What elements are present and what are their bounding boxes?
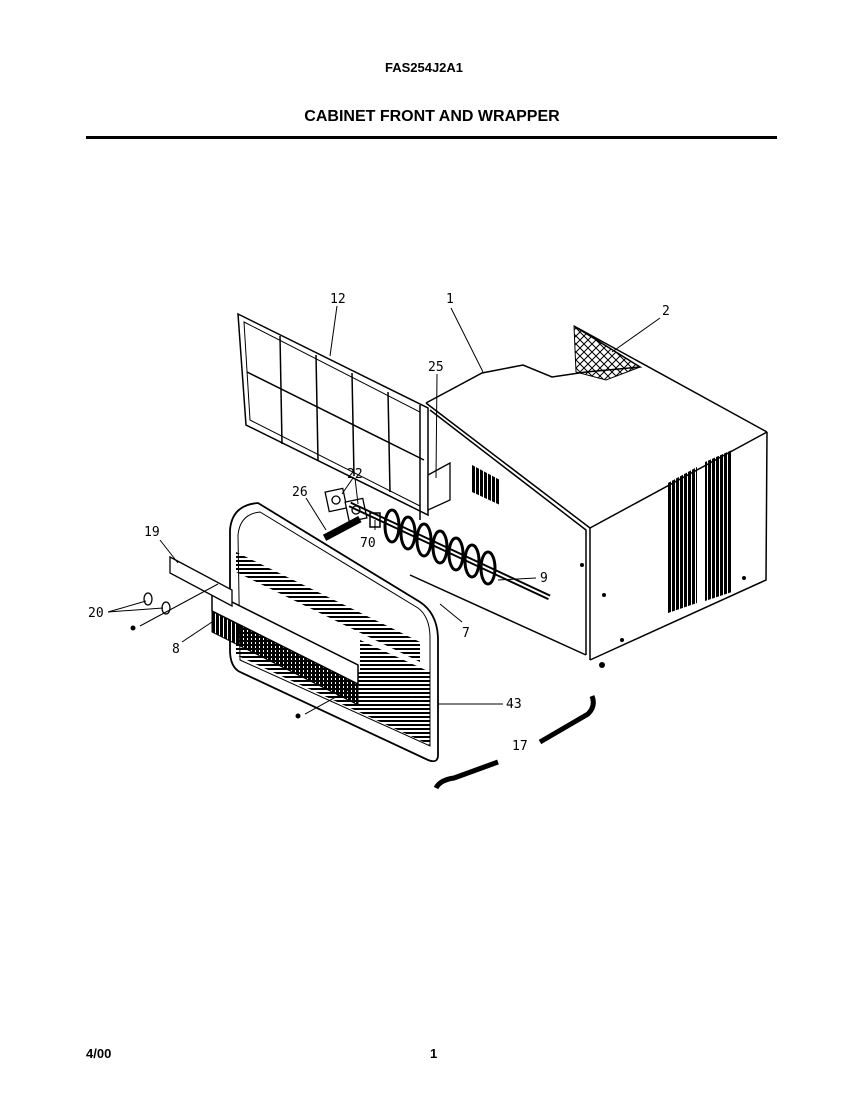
callout-7: 7 [462, 626, 470, 641]
callout-9: 9 [540, 571, 548, 586]
screws-part [143, 592, 171, 615]
control-brackets [324, 461, 451, 523]
side-bracket [169, 555, 233, 608]
callout-70: 70 [360, 536, 376, 551]
callout-25: 25 [428, 360, 444, 375]
louver-assembly [211, 590, 359, 706]
page-title: CABINET FRONT AND WRAPPER [304, 108, 560, 125]
callout-22: 22 [347, 467, 363, 482]
top-mesh-screen [573, 325, 642, 381]
callout-1: 1 [446, 292, 454, 307]
callout-26: 26 [292, 485, 308, 500]
switch-part [322, 515, 362, 541]
side-louvers [668, 450, 732, 613]
front-grille-right [360, 640, 430, 705]
leader-lines [107, 305, 661, 715]
callout-17: 17 [512, 739, 528, 754]
callout-8: 8 [172, 642, 180, 657]
title-rule [86, 136, 777, 139]
wrapper-screws [580, 563, 746, 668]
front-grille-upper [236, 552, 420, 662]
footer-date: 4/00 [86, 1046, 112, 1061]
callout-43: 43 [506, 697, 522, 712]
air-filter [237, 312, 429, 517]
callout-19: 19 [144, 525, 160, 540]
screw-dot [295, 713, 301, 719]
callout-20: 20 [88, 606, 104, 621]
rear-louvers [472, 465, 500, 505]
model-number: FAS254J2A1 [384, 60, 464, 75]
screw-dot [130, 625, 136, 631]
seal-strip [433, 695, 596, 790]
callout-12: 12 [330, 292, 346, 307]
page-number: 1 [430, 1046, 438, 1061]
callout-2: 2 [662, 304, 670, 319]
drain-strip [348, 501, 551, 601]
